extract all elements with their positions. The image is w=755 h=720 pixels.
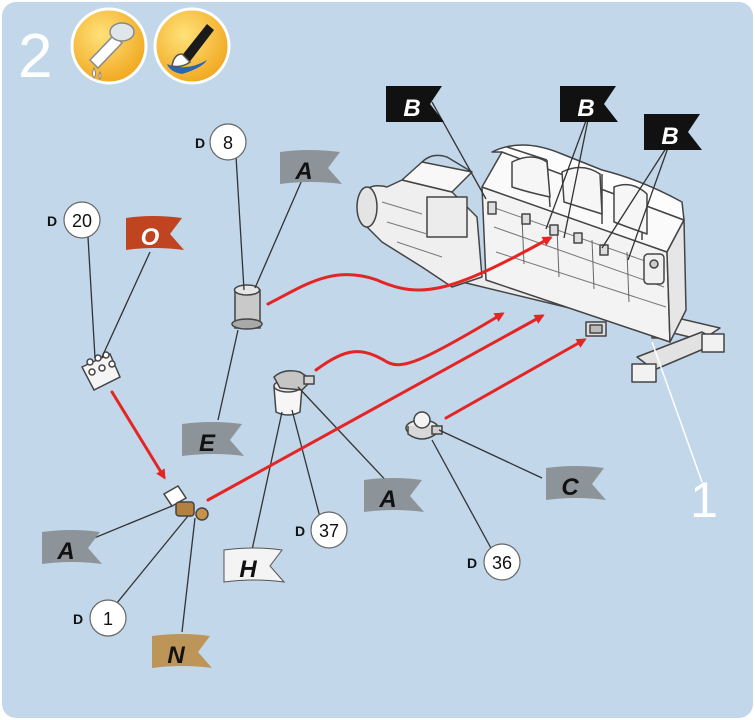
svg-text:O: O: [141, 224, 160, 251]
engine-assembly: [356, 144, 725, 383]
flag-c: C: [546, 466, 606, 501]
svg-text:E: E: [199, 430, 216, 457]
svg-text:A: A: [56, 538, 74, 565]
flag-e: E: [182, 422, 244, 457]
flag-a-mid: A: [364, 478, 424, 513]
callout-1: 1: [690, 472, 718, 528]
svg-text:B: B: [403, 95, 420, 122]
part-label-d20: D 20: [47, 201, 101, 239]
assembly-arrows: [110, 236, 587, 502]
flag-h: H: [223, 547, 286, 583]
svg-text:C: C: [561, 474, 579, 501]
flag-a-left: A: [42, 530, 102, 565]
part-d36: [405, 411, 443, 440]
svg-text:A: A: [294, 158, 312, 185]
part-d37-filter: [273, 370, 315, 416]
part-d1: [162, 485, 209, 521]
svg-text:36: 36: [492, 553, 512, 573]
svg-text:D: D: [295, 523, 305, 539]
svg-text:B: B: [661, 123, 678, 150]
glue-icon: [70, 7, 148, 85]
svg-text:D: D: [73, 611, 83, 627]
flag-o: O: [126, 216, 184, 251]
svg-text:N: N: [167, 642, 185, 669]
flag-b-1: B: [386, 86, 444, 122]
part-d8-cylinder: [231, 284, 263, 330]
leader-lines: [81, 101, 703, 633]
svg-text:D: D: [195, 135, 205, 151]
svg-text:D: D: [467, 555, 477, 571]
part-label-d1: D 1: [73, 599, 127, 637]
svg-text:A: A: [378, 486, 396, 513]
flag-n: N: [152, 634, 212, 669]
flag-a-top: A: [280, 150, 342, 185]
paintbrush-icon: [153, 7, 231, 85]
flag-b-3: B: [644, 114, 702, 150]
step-number: 2: [18, 22, 52, 91]
part-label-d8: D 8: [195, 123, 247, 161]
svg-text:37: 37: [319, 521, 339, 541]
flag-b-2: B: [560, 86, 618, 122]
svg-text:D: D: [47, 213, 57, 229]
svg-text:B: B: [577, 95, 594, 122]
svg-text:20: 20: [72, 211, 92, 231]
part-label-d36: D 36: [467, 543, 521, 581]
svg-text:1: 1: [103, 609, 113, 629]
svg-text:8: 8: [223, 133, 233, 153]
part-label-d37: D 37: [295, 511, 348, 549]
svg-text:H: H: [239, 556, 257, 583]
part-d20-cap: [80, 351, 121, 392]
